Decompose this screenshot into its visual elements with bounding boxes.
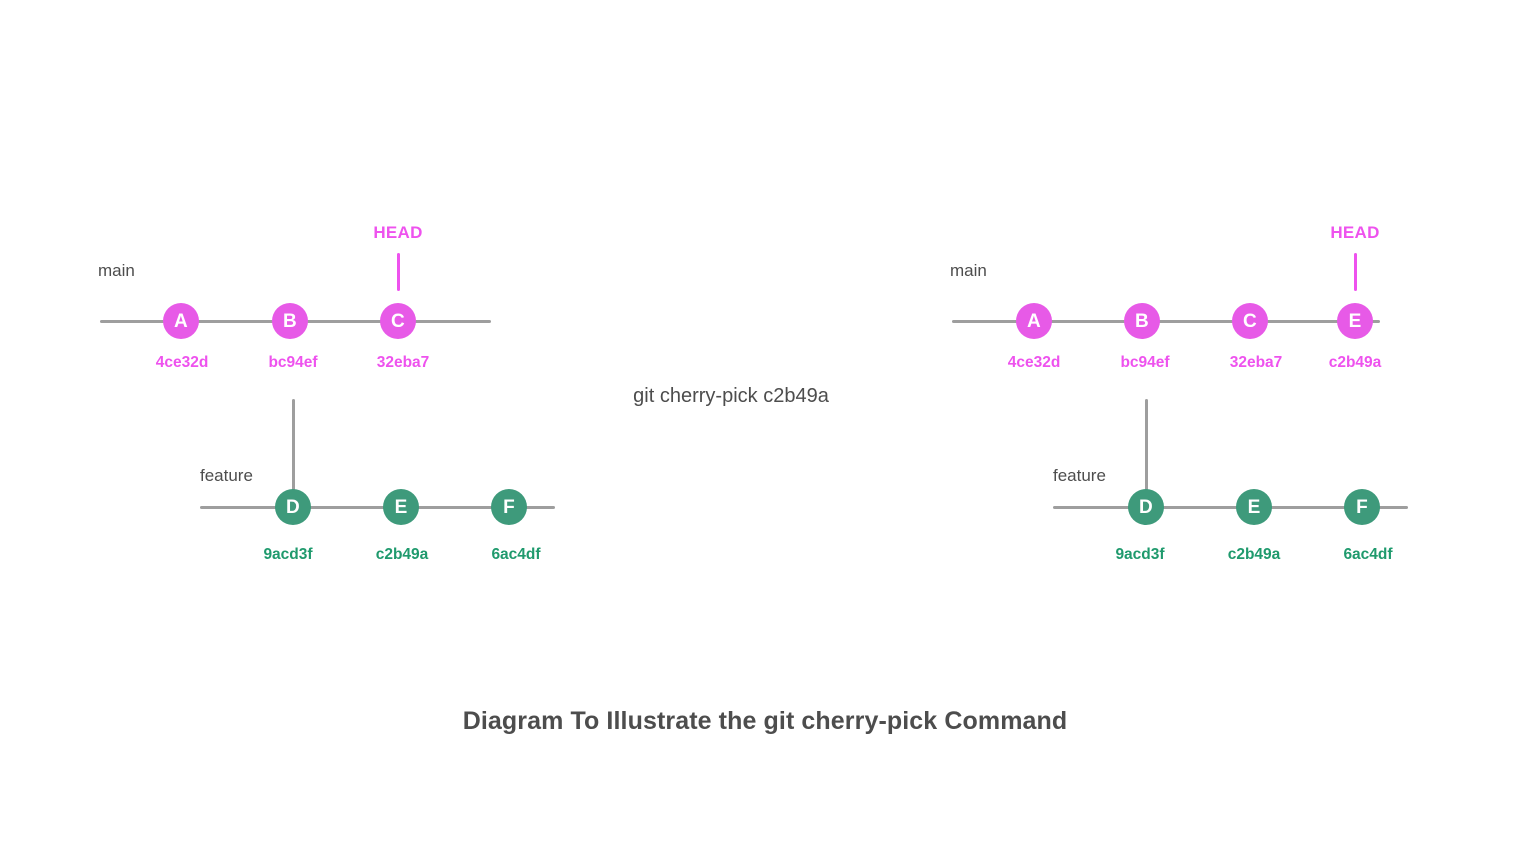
before-main-branch-label: main <box>98 261 135 280</box>
after-feature-branch-label: feature <box>1053 466 1106 485</box>
after-main-commit-hash-a: 4ce32d <box>1007 354 1061 371</box>
before-feature-commit-node-e[interactable]: E <box>383 489 419 525</box>
after-feature-commit-hash-e: c2b49a <box>1227 546 1281 563</box>
after-main-commit-hash-e: c2b49a <box>1328 354 1382 371</box>
before-feature-branch-label: feature <box>200 466 253 485</box>
cherry-pick-command-text: git cherry-pick c2b49a <box>633 385 829 407</box>
after-main-branch-line <box>952 320 1380 323</box>
before-feature-commit-hash-f: 6ac4df <box>491 546 541 563</box>
before-feature-commit-node-d[interactable]: D <box>275 489 311 525</box>
after-feature-commit-node-d[interactable]: D <box>1128 489 1164 525</box>
after-main-commit-hash-b: bc94ef <box>1120 354 1170 371</box>
after-main-commit-node-a[interactable]: A <box>1016 303 1052 339</box>
before-main-commit-node-a[interactable]: A <box>163 303 199 339</box>
before-main-commit-hash-c: 32eba7 <box>376 354 430 371</box>
after-head-label: HEAD <box>1330 223 1380 242</box>
before-main-commit-hash-b: bc94ef <box>268 354 318 371</box>
before-feature-commit-hash-d: 9acd3f <box>263 546 313 563</box>
diagram-caption: Diagram To Illustrate the git cherry-pic… <box>462 707 1068 735</box>
after-main-commit-node-c[interactable]: C <box>1232 303 1268 339</box>
after-feature-commit-node-e[interactable]: E <box>1236 489 1272 525</box>
before-feature-commit-node-f[interactable]: F <box>491 489 527 525</box>
after-feature-commit-hash-f: 6ac4df <box>1343 546 1393 563</box>
before-feature-branch-line <box>200 506 555 509</box>
after-main-commit-node-b[interactable]: B <box>1124 303 1160 339</box>
after-head-stem <box>1354 253 1357 291</box>
after-main-commit-node-e[interactable]: E <box>1337 303 1373 339</box>
after-feature-commit-hash-d: 9acd3f <box>1115 546 1165 563</box>
before-feature-commit-hash-e: c2b49a <box>375 546 429 563</box>
before-main-commit-node-c[interactable]: C <box>380 303 416 339</box>
before-branch-connector <box>292 399 295 491</box>
after-branch-connector <box>1145 399 1148 491</box>
after-feature-branch-line <box>1053 506 1408 509</box>
before-head-label: HEAD <box>373 223 423 242</box>
before-main-commit-node-b[interactable]: B <box>272 303 308 339</box>
before-main-commit-hash-a: 4ce32d <box>155 354 209 371</box>
after-feature-commit-node-f[interactable]: F <box>1344 489 1380 525</box>
before-head-stem <box>397 253 400 291</box>
after-main-branch-label: main <box>950 261 987 280</box>
after-main-commit-hash-c: 32eba7 <box>1229 354 1283 371</box>
